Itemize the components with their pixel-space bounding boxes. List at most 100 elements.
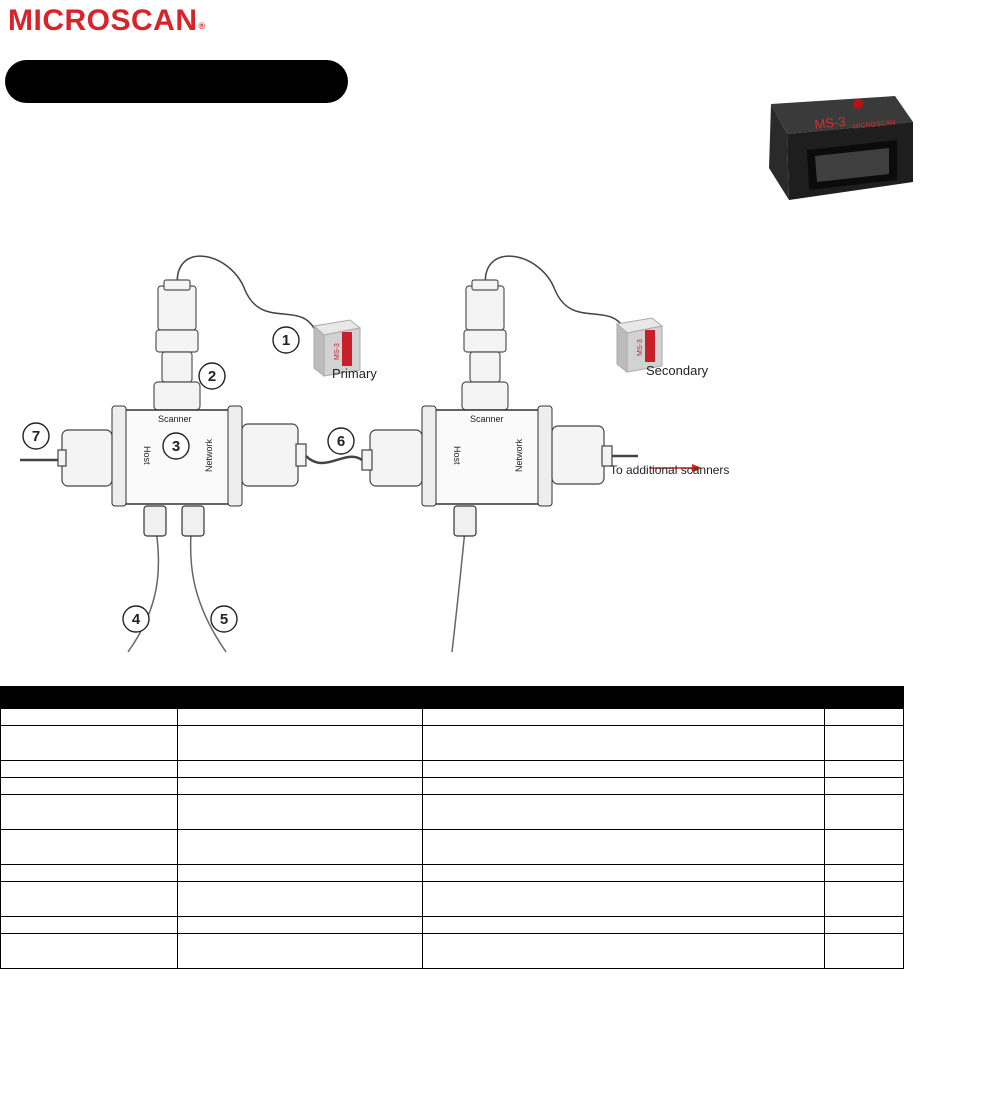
table-cell: [422, 760, 825, 778]
table-header-cell: [177, 686, 423, 709]
callout-6: 6: [337, 433, 345, 450]
secondary-interface-box: [421, 405, 553, 507]
table-cell: [824, 794, 904, 830]
table-cell: [422, 777, 825, 795]
primary-scanner-icon: MS-3: [312, 319, 362, 378]
table-cell: [824, 864, 904, 882]
table-cell: [422, 725, 825, 761]
table-cell: [824, 916, 904, 934]
table-cell: [422, 881, 825, 917]
table-cell: [177, 708, 423, 726]
host-port-label-2: Host: [452, 446, 462, 465]
secondary-scanner-model: MS-3: [637, 339, 644, 356]
callout-1-circle: [272, 326, 300, 354]
callout-7: 7: [32, 428, 40, 445]
table-cell: [824, 760, 904, 778]
title-bar: [5, 60, 348, 103]
table-cell: [177, 794, 423, 830]
table-cell: [0, 760, 178, 778]
table-row: [0, 794, 904, 830]
callout-3: 3: [172, 438, 180, 455]
table-cell: [0, 864, 178, 882]
to-additional-label: To additional scanners: [610, 463, 729, 477]
callout-5-circle: [210, 605, 238, 633]
network-port-label-1: Network: [204, 438, 214, 472]
callout-2-circle: [198, 362, 226, 390]
secondary-label: Secondary: [646, 363, 709, 378]
table-header-cell: [422, 686, 825, 709]
table-cell: [824, 933, 904, 969]
table-cell: [422, 829, 825, 865]
callout-5: 5: [220, 611, 228, 628]
table-row: [0, 881, 904, 917]
secondary-scanner-icon: MS-3: [615, 317, 664, 374]
table-cell: [422, 864, 825, 882]
callout-1: 1: [282, 332, 290, 349]
power-connector-1: [143, 505, 167, 537]
callout-3-circle: [162, 432, 190, 460]
photo-brand-text: MICROSCAN: [852, 120, 895, 131]
brand-text: MICROSCAN: [8, 4, 198, 37]
table-cell: [177, 881, 423, 917]
table-row: [0, 708, 904, 726]
secondary-db9-connector: [461, 279, 509, 411]
network-diagram: MS-3 MS-3: [20, 255, 729, 653]
parts-table: [0, 686, 904, 969]
microscan-logo: MICROSCAN®: [8, 4, 206, 38]
product-photo: MS-3 MICROSCAN: [769, 96, 913, 200]
table-header-cell: [0, 686, 178, 709]
table-cell: [177, 916, 423, 934]
photo-model-text: MS-3: [814, 114, 846, 132]
table-cell: [422, 916, 825, 934]
trigger-connector-1: [181, 505, 205, 537]
table-cell: [0, 725, 178, 761]
arrow-right-icon: [692, 464, 702, 472]
table-cell: [824, 708, 904, 726]
table-cell: [177, 933, 423, 969]
callout-4: 4: [132, 611, 141, 628]
table-cell: [0, 794, 178, 830]
table-cell: [0, 708, 178, 726]
table-cell: [177, 760, 423, 778]
primary-db9-connector: [153, 279, 201, 411]
table-cell: [0, 916, 178, 934]
table-row: [0, 829, 904, 865]
table-cell: [0, 933, 178, 969]
callout-6-circle: [327, 427, 355, 455]
table-header-cell: [824, 686, 904, 709]
table-cell: [0, 777, 178, 795]
table-cell: [422, 794, 825, 830]
registered-mark: ®: [198, 21, 206, 31]
table-row: [0, 725, 904, 761]
table-row: [0, 760, 904, 778]
callout-4-circle: [122, 605, 150, 633]
callout-2: 2: [208, 368, 216, 385]
network-db25-connector-2: [551, 425, 613, 485]
table-header-row: [0, 686, 904, 709]
scanner-port-label-2: Scanner: [470, 414, 504, 424]
table-cell: [824, 881, 904, 917]
host-db25-connector-1: [57, 429, 113, 487]
table-cell: [177, 777, 423, 795]
table-row: [0, 916, 904, 934]
table-cell: [177, 829, 423, 865]
table-body: [0, 708, 904, 969]
power-connector-2: [453, 505, 477, 537]
table-row: [0, 933, 904, 969]
table-cell: [824, 829, 904, 865]
table-cell: [824, 777, 904, 795]
table-cell: [422, 708, 825, 726]
callout-7-circle: [22, 422, 50, 450]
network-port-label-2: Network: [514, 438, 524, 472]
table-cell: [422, 933, 825, 969]
table-cell: [177, 864, 423, 882]
table-cell: [177, 725, 423, 761]
host-db25-connector-2: [361, 429, 423, 487]
table-cell: [0, 829, 178, 865]
table-cell: [0, 881, 178, 917]
primary-label: Primary: [332, 366, 377, 381]
table-row: [0, 864, 904, 882]
table-cell: [824, 725, 904, 761]
network-db25-connector-1: [241, 423, 307, 487]
scanner-port-label-1: Scanner: [158, 414, 192, 424]
